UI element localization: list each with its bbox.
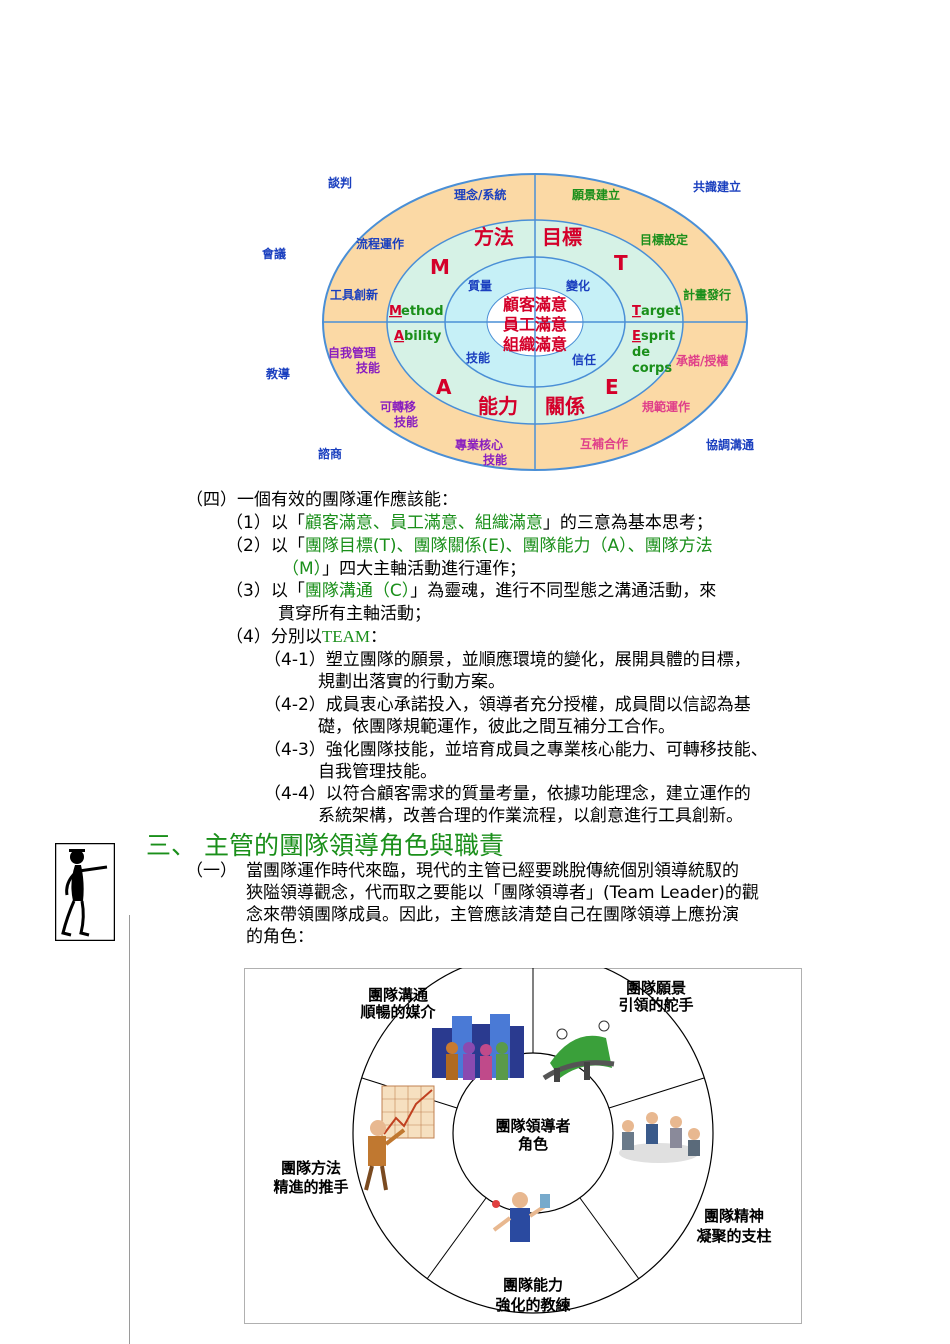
label-norms: 規範運作 [642,399,690,414]
label-plan: 計畫發行 [683,287,731,302]
sub-4-2-cont: 礎，依團隊規範運作，彼此之間互補分工合作。 [318,717,675,737]
label-relation: 關係 [545,394,585,418]
item-3-cont: 貫穿所有主軸活動； [278,604,431,624]
role-vision-1: 團隊願景 [626,979,686,997]
label-method: 方法 [474,225,514,249]
section3-para-2: 狹隘領導觀念，代而取之要能以「團隊領導者」(Team Leader)的觀 [246,883,759,903]
team-meeting-icon [619,1112,700,1163]
svg-text:E: E [632,329,641,344]
letter-m: M [430,255,450,279]
role-vision-2: 引領的舵手 [618,996,693,1014]
label-trust: 信任 [572,352,596,367]
sub-4-2: （4-2）成員衷心承諾投入，領導者充分授權，成員間以信認為基 [264,695,751,715]
label-commitment: 承諾/授權 [676,353,728,368]
label-core-2: 技能 [483,452,507,467]
center-line-1: 顧客滿意 [503,295,567,314]
label-transferable: 可轉移 [380,399,416,414]
city-team-icon [432,1014,524,1080]
label-self-mgmt-2: 技能 [356,360,380,375]
label-goal-setting: 目標設定 [640,232,688,247]
sub-4-1-cont: 規劃出落實的行動方案。 [318,672,505,692]
label-transferable-2: 技能 [394,414,418,429]
label-concept-system: 理念/系統 [454,187,506,202]
label-ability: 能力 [478,394,518,418]
word-esprit: sprit [641,329,675,344]
team-diagram: 談判 共識建立 會議 教導 諮商 協調溝通 理念/系統 流程運作 工具創新 願景… [262,173,754,471]
section3-title: 三、 主管的團隊領導角色與職責 [146,831,504,860]
role-communication-2: 順暢的媒介 [359,1003,436,1021]
label-quality: 質量 [468,278,492,293]
margin-rule [129,915,130,1344]
word-target: arget [641,304,681,319]
section3-para-num: （一） [186,861,237,881]
label-meeting: 會議 [262,246,286,261]
word-corps: corps [632,361,672,376]
item-2-cont: （M）」四大主軸活動進行運作； [282,559,527,579]
sub-4-1: （4-1）塑立團隊的願景，並順應環境的變化，展開具體的目標， [264,650,751,670]
item-2: （2）以「團隊目標(T)、團隊關係(E)、團隊能力（A）、團隊方法 [226,536,713,556]
center-label-1: 團隊領導者 [495,1117,570,1135]
vision-bridge-icon [542,1020,615,1082]
sub-4-4: （4-4）以符合顧客需求的質量考量，依據功能理念，建立運作的 [264,784,751,804]
label-negotiation: 談判 [328,175,352,190]
label-tool-innovation: 工具創新 [330,287,378,302]
letter-e: E [605,375,619,399]
label-complement: 互補合作 [580,436,628,451]
section3-para-3: 念來帶領團隊成員。因此，主管應該清楚自己在團隊領導上應扮演 [246,905,739,925]
role-spirit-2: 凝聚的支柱 [696,1227,771,1245]
item-3: （3）以「團隊溝通（C）」為靈魂，進行不同型態之溝通活動，來 [226,581,717,601]
center-line-3: 組織滿意 [503,335,567,354]
label-consensus: 共識建立 [693,179,741,194]
role-ability-2: 強化的教練 [495,1296,570,1314]
item-4: （4）分別以TEAM： [226,627,387,647]
label-process: 流程運作 [356,236,404,251]
svg-text:T: T [632,304,641,319]
center-line-2: 員工滿意 [502,315,567,334]
label-counseling: 諮商 [318,446,342,461]
outer-circle [352,968,714,1314]
role-method-2: 精進的推手 [273,1178,348,1196]
label-self-mgmt: 自我管理 [328,345,376,360]
coach-icon [492,1192,550,1242]
pointing-figure-icon [55,843,115,941]
role-spirit-1: 團隊精神 [704,1207,764,1225]
chart-presenter-icon [364,1085,435,1191]
center-label-2: 角色 [518,1135,548,1153]
letter-t: T [614,251,628,275]
label-change: 變化 [565,278,590,293]
word-ability: bility [404,329,442,344]
section4-heading: （四）一個有效的團隊運作應該能： [186,490,458,510]
label-core: 專業核心 [455,437,503,452]
role-ability-1: 團隊能力 [503,1276,563,1294]
label-vision: 願景建立 [571,187,620,202]
letter-a: A [436,375,452,399]
label-coaching: 教導 [265,366,290,381]
label-goal: 目標 [542,225,582,249]
svg-text:A: A [394,329,404,344]
word-method: ethod [401,304,444,319]
role-method-1: 團隊方法 [281,1159,341,1177]
sub-4-4-cont: 系統架構，改善合理的作業流程，以創意進行工具創新。 [318,806,743,826]
word-de: de [632,345,650,360]
leader-roles-diagram: 團隊領導者 角色 團隊溝通 順暢的媒介 團隊願景 引領的舵手 團隊精神 凝聚的支… [244,968,802,1324]
section3-para-4: 的角色： [246,927,314,947]
item-1: （1）以「顧客滿意、員工滿意、組織滿意」的三意為基本思考； [226,513,713,533]
sub-4-3: （4-3）強化團隊技能，並培育成員之專業核心能力、可轉移技能、 [264,740,768,760]
label-skill: 技能 [466,350,490,365]
section3-para-1: 當團隊運作時代來臨，現代的主管已經要跳脫傳統個別領導統馭的 [246,861,739,881]
label-coordination: 協調溝通 [706,437,754,452]
sub-4-3-cont: 自我管理技能。 [318,762,437,782]
svg-text:M: M [389,304,402,319]
role-communication-1: 團隊溝通 [368,986,428,1004]
